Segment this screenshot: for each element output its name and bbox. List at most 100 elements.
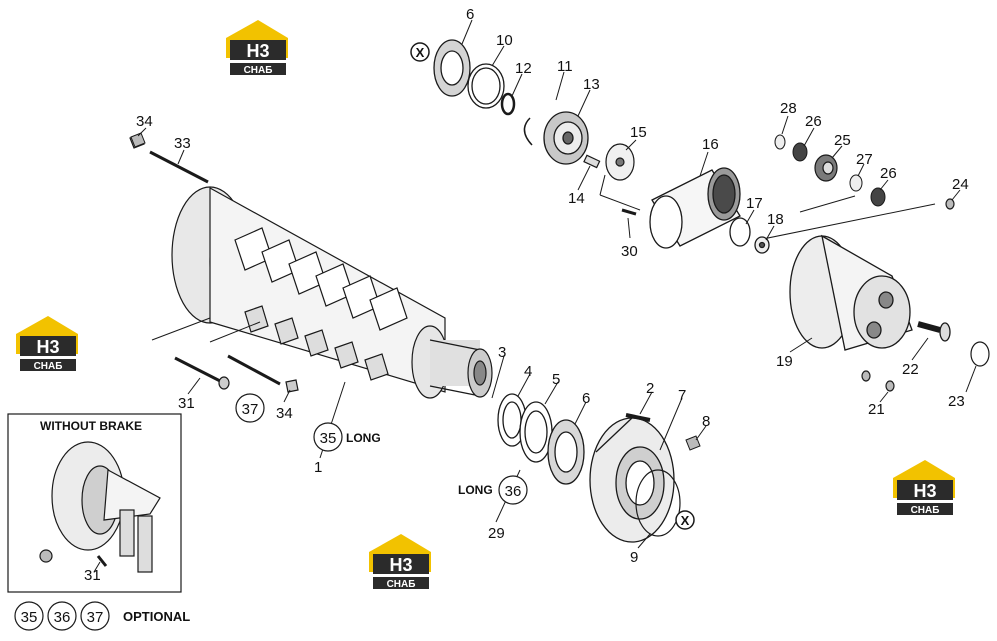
svg-text:37: 37 [242, 401, 259, 418]
svg-text:H3: H3 [246, 41, 269, 61]
gear-13 [543, 111, 589, 165]
svg-text:СНАБ: СНАБ [911, 505, 940, 516]
inset-title: WITHOUT BRAKE [40, 419, 142, 433]
svg-text:X: X [681, 513, 690, 528]
callout-34-bottom: 34 [276, 405, 293, 422]
washer-12 [500, 92, 516, 116]
callout-33: 33 [174, 135, 191, 152]
stud-37 [227, 354, 299, 393]
callout-36-circled: 36 LONG [458, 475, 528, 505]
callout-18: 18 [767, 211, 784, 228]
logo-left: H3 СНАБ [16, 316, 78, 372]
callout-23: 23 [948, 393, 965, 410]
optional-label: OPTIONAL [123, 609, 190, 624]
callout-28: 28 [780, 100, 797, 117]
seal-9 [635, 469, 681, 537]
callout-27: 27 [856, 151, 873, 168]
planet-carrier-19 [789, 234, 913, 351]
svg-text:35: 35 [320, 430, 337, 447]
marker-x-top: X [410, 42, 430, 62]
plug-24 [945, 198, 955, 210]
callout-31: 31 [178, 395, 195, 412]
callout-3: 3 [498, 344, 506, 361]
screw-21 [861, 370, 895, 392]
callout-37-circled: 37 [235, 393, 265, 423]
optional-legend: 35 36 37 OPTIONAL [14, 601, 190, 631]
bolt-2 [625, 413, 651, 422]
callout-35-circled: 35 LONG [313, 422, 381, 452]
svg-text:36: 36 [505, 483, 522, 500]
bolt-31 [174, 356, 230, 390]
callout-14: 14 [568, 190, 585, 207]
callout-22: 22 [902, 361, 919, 378]
alignment-lines [151, 174, 936, 343]
callout-26-a: 26 [805, 113, 822, 130]
callout-6-top: 6 [466, 6, 474, 23]
callout-1: 1 [314, 459, 322, 476]
ring-gear-16 [649, 167, 741, 249]
svg-text:H3: H3 [389, 555, 412, 575]
callout-19: 19 [776, 353, 793, 370]
svg-text:37: 37 [87, 609, 104, 626]
bearing-26-b [870, 187, 886, 207]
callout-30: 30 [621, 243, 638, 260]
callout-6-bottom: 6 [582, 390, 590, 407]
bearing-6-lower [547, 419, 585, 485]
inset-callout-31: 31 [84, 567, 101, 584]
callout-2: 2 [646, 380, 654, 397]
nut-34-top [130, 132, 146, 148]
pin-14 [583, 154, 601, 169]
callout-26-b: 26 [880, 165, 897, 182]
svg-text:СНАБ: СНАБ [34, 361, 63, 372]
long-label-35: LONG [346, 431, 381, 445]
inset-without-brake: WITHOUT BRAKE 31 [7, 413, 182, 593]
snap-ring-10 [467, 63, 505, 109]
bolt-30 [621, 208, 637, 216]
svg-text:36: 36 [54, 609, 71, 626]
bearing-26-a [792, 142, 808, 162]
axle-housing [171, 186, 493, 399]
marker-x-bottom: X [675, 510, 695, 530]
o-ring-23 [970, 341, 990, 367]
plate-15 [605, 143, 635, 181]
callout-11: 11 [557, 58, 573, 75]
callout-15: 15 [630, 124, 647, 141]
svg-text:H3: H3 [36, 337, 59, 357]
svg-text:СНАБ: СНАБ [387, 579, 416, 590]
gear-25 [814, 154, 838, 182]
bearing-ring-5 [519, 401, 553, 463]
callout-13: 13 [583, 76, 600, 93]
callout-21: 21 [868, 401, 885, 418]
washer-27 [849, 174, 863, 192]
logo-top: H3 СНАБ [226, 20, 288, 76]
callout-7: 7 [678, 387, 686, 404]
callout-34-top: 34 [136, 113, 153, 130]
leader-lines [137, 19, 977, 549]
callout-17: 17 [746, 195, 763, 212]
bearing-6-upper [433, 39, 471, 97]
long-label-36: LONG [458, 483, 493, 497]
snap-ring-17 [729, 217, 751, 247]
callout-29: 29 [488, 525, 505, 542]
washer-28 [774, 134, 786, 150]
logo-right: H3 СНАБ [893, 460, 955, 516]
svg-text:H3: H3 [913, 481, 936, 501]
callout-24: 24 [952, 176, 969, 193]
callout-16: 16 [702, 136, 719, 153]
svg-text:35: 35 [21, 609, 38, 626]
svg-text:X: X [416, 45, 425, 60]
shaft-22 [917, 321, 951, 342]
wheel-hub-7 [589, 417, 675, 543]
callout-4: 4 [524, 363, 532, 380]
callout-12: 12 [515, 60, 532, 77]
logo-bottom: H3 СНАБ [369, 534, 431, 590]
callout-25: 25 [834, 132, 851, 149]
callout-5: 5 [552, 371, 560, 388]
callout-10: 10 [496, 32, 513, 49]
circlip-11 [523, 117, 533, 146]
svg-text:СНАБ: СНАБ [244, 65, 273, 76]
washer-18 [754, 236, 770, 254]
callout-9: 9 [630, 549, 638, 566]
